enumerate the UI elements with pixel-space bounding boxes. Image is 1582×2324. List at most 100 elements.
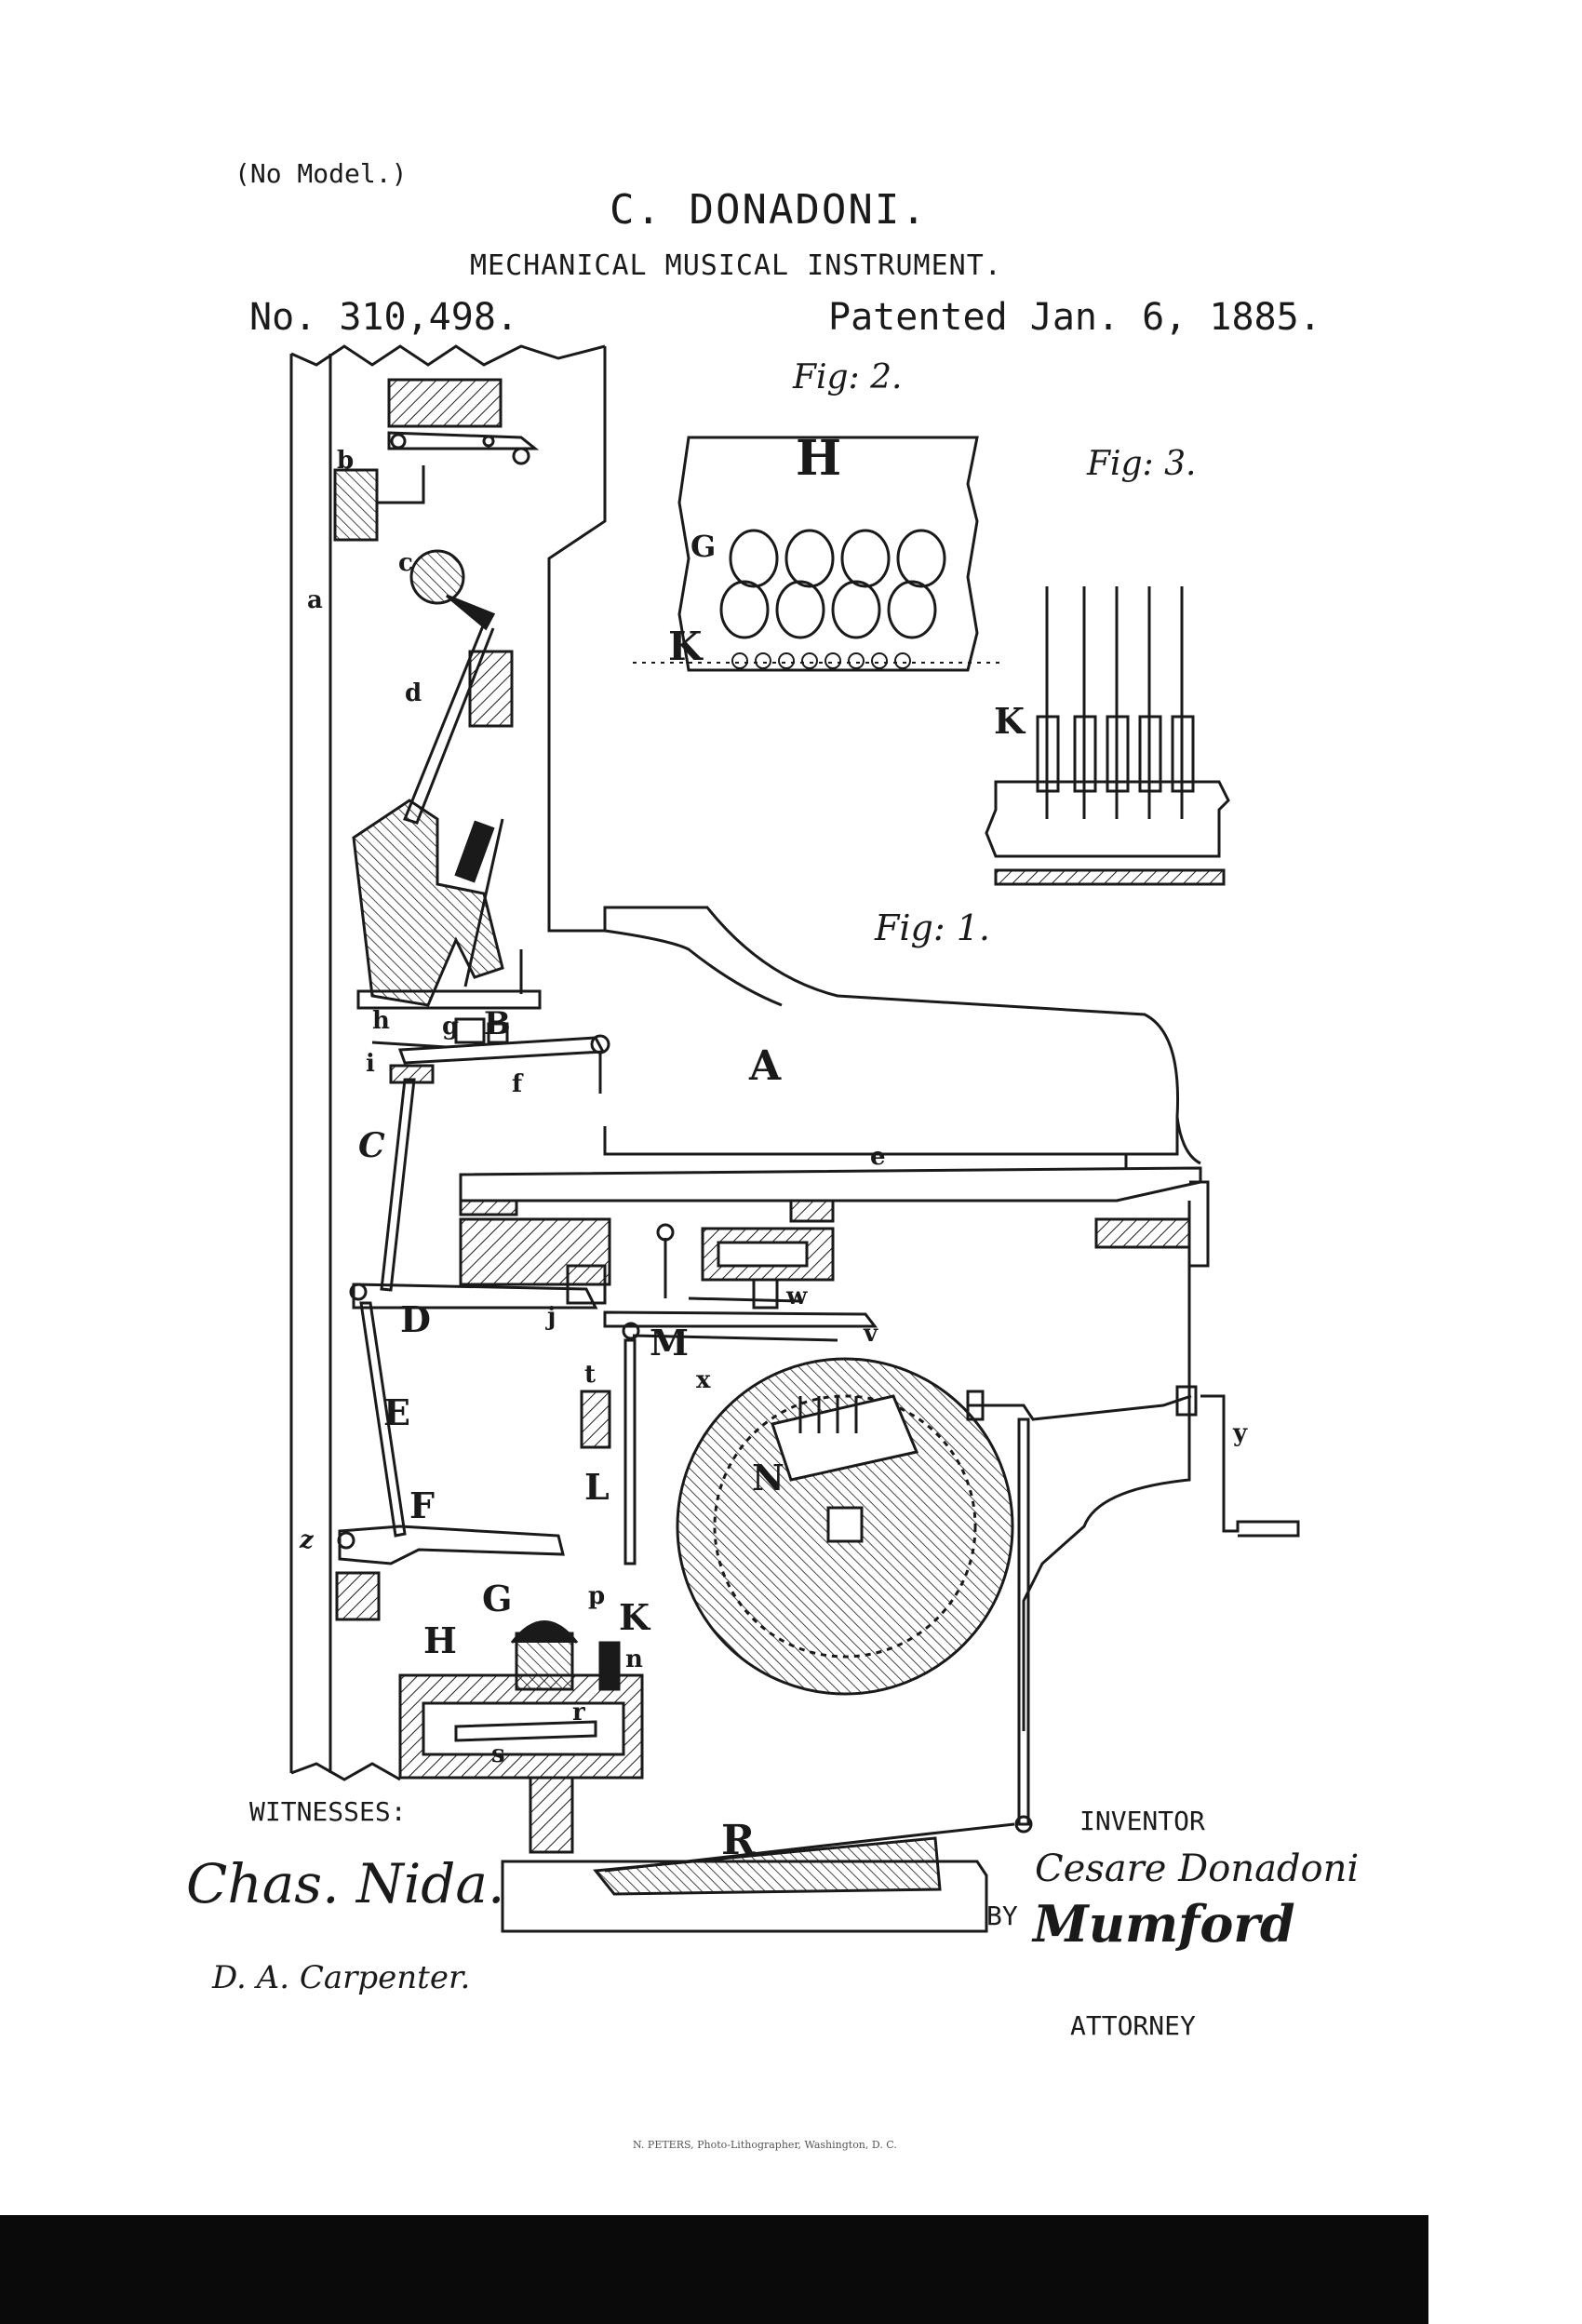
by-label: BY: [986, 1901, 1018, 1931]
key-e-tip: [1175, 1116, 1201, 1165]
post-K: [598, 1641, 621, 1691]
drum-N-inner: [713, 1394, 977, 1659]
patent-title: MECHANICAL MUSICAL INSTRUMENT.: [470, 249, 1002, 282]
hammer-block-top: [387, 378, 503, 428]
action-group: [352, 799, 504, 1007]
key-e: [459, 1166, 1202, 1202]
label-i: i: [366, 1050, 375, 1078]
drum-axle: [826, 1506, 864, 1543]
witness-signature-2: D. A. Carpenter.: [212, 1959, 471, 1996]
bar-w-lower: [688, 1296, 801, 1303]
figure-2-label: Fig: 2.: [793, 358, 903, 396]
bracket-j: [566, 1264, 607, 1305]
fig2-label-G: G: [690, 529, 717, 564]
label-D: D: [400, 1298, 431, 1340]
label-p: p: [588, 1582, 606, 1610]
label-h: h: [372, 1007, 390, 1035]
attorney-label: ATTORNEY: [1070, 2010, 1196, 2041]
stem-H: [529, 1776, 574, 1854]
fig2-holes: [719, 529, 946, 639]
pedal-wedge: [593, 1836, 942, 1896]
frame-bottom-break: [290, 1762, 401, 1781]
pivot-1: [390, 433, 407, 450]
inventor-label: INVENTOR: [1079, 1806, 1205, 1836]
label-f: f: [512, 1070, 523, 1098]
block-B: [454, 1017, 486, 1044]
crank-y: [1200, 1394, 1300, 1538]
fig2-small-holes: [731, 652, 911, 669]
pivot-M: [622, 1322, 640, 1340]
label-j: j: [547, 1303, 556, 1331]
inventor-name: C. DONADONI.: [610, 186, 928, 234]
label-v: v: [864, 1320, 878, 1348]
fig3-label-K: K: [994, 700, 1026, 742]
damper-block: [468, 650, 514, 728]
rod-E: [359, 1301, 407, 1538]
key-e-pin: [789, 1199, 835, 1223]
block-beam-2: [459, 1217, 611, 1286]
label-a: a: [307, 586, 323, 614]
label-z: z: [300, 1526, 314, 1554]
pedal-rod: [1017, 1417, 1030, 1826]
inventor-signature: Cesare Donadoni: [1035, 1847, 1360, 1890]
bracket-w: [752, 1278, 779, 1310]
case-right: [1189, 1180, 1210, 1268]
hammer-shank: [446, 594, 496, 631]
label-A: A: [749, 1042, 782, 1090]
block-i: [389, 1064, 435, 1084]
label-w: w: [786, 1283, 808, 1310]
pivot-2: [482, 435, 495, 448]
hammer-head-c: [409, 549, 465, 605]
case-A: [604, 929, 783, 1007]
label-g: g: [442, 1013, 460, 1041]
lever-F: [338, 1525, 565, 1565]
damper-wedge: [454, 820, 495, 883]
b-wire: [377, 465, 425, 504]
label-E: E: [383, 1391, 410, 1433]
patent-date: Patented Jan. 6, 1885.: [828, 296, 1321, 339]
cap-G: [510, 1620, 579, 1644]
figure-1-label: Fig: 1.: [875, 907, 990, 948]
fig3-plate: [985, 780, 1230, 858]
block-H-inner: [422, 1701, 625, 1756]
witnesses-label: WITNESSES:: [249, 1796, 407, 1827]
fig2-label-K: K: [668, 624, 703, 669]
label-G: G: [482, 1578, 513, 1619]
pivot-3: [512, 447, 530, 465]
crank-bearing: [1175, 1385, 1198, 1417]
pivot-D: [349, 1283, 368, 1301]
scan-border-bar: [0, 2215, 1428, 2324]
rod-C: [380, 1078, 416, 1292]
screw-upper: [656, 1223, 675, 1242]
label-c: c: [398, 549, 413, 577]
crank-shaft: [968, 1394, 1192, 1421]
label-K: K: [619, 1596, 650, 1638]
bar-w: [603, 1310, 878, 1328]
fig2-plate: [677, 436, 979, 672]
bar-M: [632, 1334, 838, 1342]
label-x: x: [696, 1366, 711, 1394]
label-M: M: [650, 1322, 690, 1364]
frame-top-break: [290, 344, 606, 367]
label-B: B: [484, 1005, 511, 1042]
patent-number: No. 310,498.: [249, 296, 518, 339]
label-n: n: [625, 1646, 643, 1673]
label-N: N: [752, 1457, 784, 1498]
label-C: C: [358, 1126, 385, 1165]
label-y: y: [1233, 1419, 1248, 1447]
lithographer-imprint: N. PETERS, Photo-Lithographer, Washingto…: [633, 2139, 897, 2151]
label-H: H: [423, 1619, 457, 1661]
fig3-pipes: [1036, 586, 1195, 819]
label-r: r: [572, 1699, 585, 1726]
block-right: [1094, 1217, 1191, 1249]
valve-s: [454, 1720, 597, 1742]
bearing-left: [966, 1390, 985, 1421]
label-s: s: [491, 1740, 505, 1768]
drum-pins: [798, 1396, 858, 1433]
label-F: F: [409, 1484, 435, 1526]
attorney-signature: Mumford: [1033, 1894, 1295, 1954]
action-jack: [463, 818, 504, 987]
label-e: e: [870, 1143, 886, 1171]
figure-3-label: Fig: 3.: [1087, 445, 1197, 483]
